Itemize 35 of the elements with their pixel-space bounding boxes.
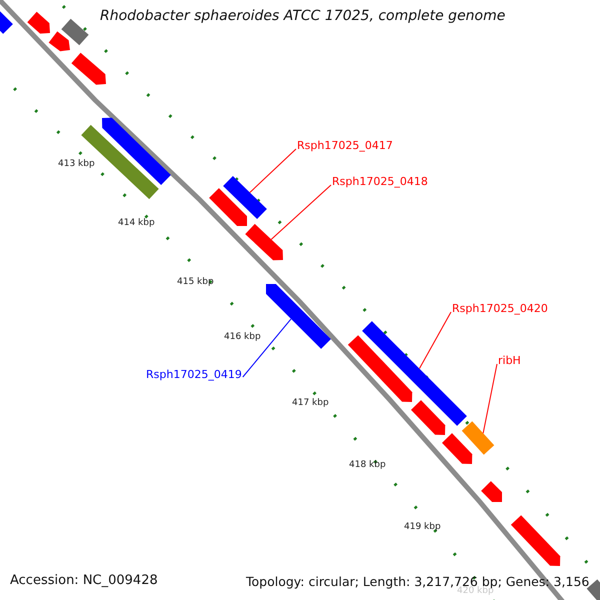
tick-label: 418 kbp: [349, 460, 386, 470]
gene-block: [209, 188, 247, 226]
tick-label: 414 kbp: [118, 218, 155, 228]
leader-line: [482, 364, 498, 434]
gene-label: Rsph17025_0419: [146, 368, 242, 381]
leader-line: [249, 148, 296, 193]
gene-block: [481, 481, 502, 502]
gene-label: Rsph17025_0417: [297, 139, 393, 152]
gene-block: [348, 335, 412, 402]
gene-block: [442, 433, 472, 464]
gene-block: [462, 421, 494, 455]
gene-block: [102, 118, 171, 185]
accession-text: Accession: NC_009428: [10, 573, 158, 588]
gene-block: [510, 515, 560, 566]
gene-label: ribH: [498, 354, 521, 367]
gene-block: [362, 321, 467, 426]
gene-block: [223, 176, 267, 219]
gene-block: [48, 31, 70, 52]
gene-block: [586, 579, 600, 600]
gene-block: [266, 284, 331, 349]
tick-label: 419 kbp: [404, 522, 441, 532]
gene-block: [61, 18, 89, 46]
gene-block: [27, 12, 50, 34]
leader-line: [242, 318, 292, 378]
gene-block: [71, 52, 106, 85]
gene-block: [411, 400, 446, 435]
genome-title: Rhodobacter sphaeroides ATCC 17025, complete genome: [100, 8, 506, 24]
gene-label: Rsph17025_0420: [452, 302, 548, 315]
gene-block: [245, 224, 283, 260]
tick-label: 413 kbp: [58, 159, 95, 169]
tick-label: 417 kbp: [292, 398, 329, 408]
gene-label: Rsph17025_0418: [332, 175, 428, 188]
leader-line: [270, 184, 332, 240]
leader-line: [418, 312, 452, 370]
tick-label: 415 kbp: [177, 277, 214, 287]
